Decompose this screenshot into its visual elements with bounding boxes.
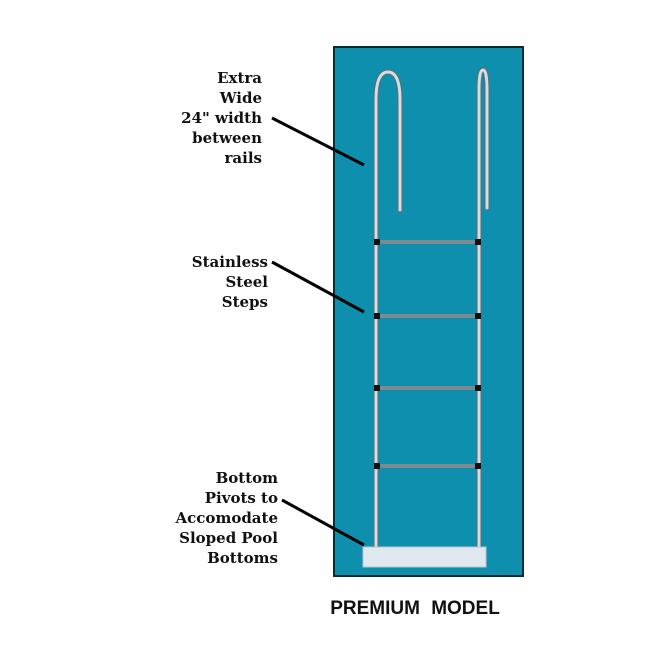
step-bracket	[374, 313, 380, 319]
ladder	[373, 67, 490, 555]
step-bracket	[374, 385, 380, 391]
step-bracket	[475, 463, 481, 469]
callout-width: Extra Wide 24" width between rails	[181, 68, 262, 168]
ladder-step	[378, 464, 477, 468]
ladder-steps	[374, 239, 481, 469]
callout-line: Steel	[225, 273, 268, 291]
step-bracket	[374, 239, 380, 245]
leader-line-bottom	[281, 498, 365, 547]
callout-line: Wide	[219, 89, 262, 107]
leader-line-width	[271, 116, 365, 167]
leader-line-steps	[271, 260, 365, 314]
callout-line: Extra	[217, 69, 262, 87]
step-bracket	[475, 239, 481, 245]
callout-line: Sloped Pool	[179, 529, 278, 547]
callout-line: rails	[224, 149, 262, 167]
callout-bottom: Bottom Pivots to Accomodate Sloped Pool …	[176, 468, 278, 568]
callout-line: between	[192, 129, 262, 147]
callout-line: Stainless	[191, 253, 268, 271]
callout-line: Bottoms	[207, 549, 278, 567]
ladder-step	[378, 240, 477, 244]
pivot-base	[362, 546, 487, 568]
step-bracket	[475, 385, 481, 391]
step-bracket	[374, 463, 380, 469]
callout-line: Bottom	[215, 469, 278, 487]
callout-line: Steps	[221, 293, 268, 311]
model-caption: PREMIUM MODEL	[330, 598, 500, 619]
callout-steps: Stainless Steel Steps	[192, 252, 268, 312]
ladder-step	[378, 386, 477, 390]
callout-line: Accomodate	[175, 509, 278, 527]
callout-line: 24" width	[181, 109, 262, 127]
step-bracket	[475, 313, 481, 319]
callout-line: Pivots to	[204, 489, 278, 507]
teal-panel	[333, 46, 524, 577]
ladder-step	[378, 314, 477, 318]
